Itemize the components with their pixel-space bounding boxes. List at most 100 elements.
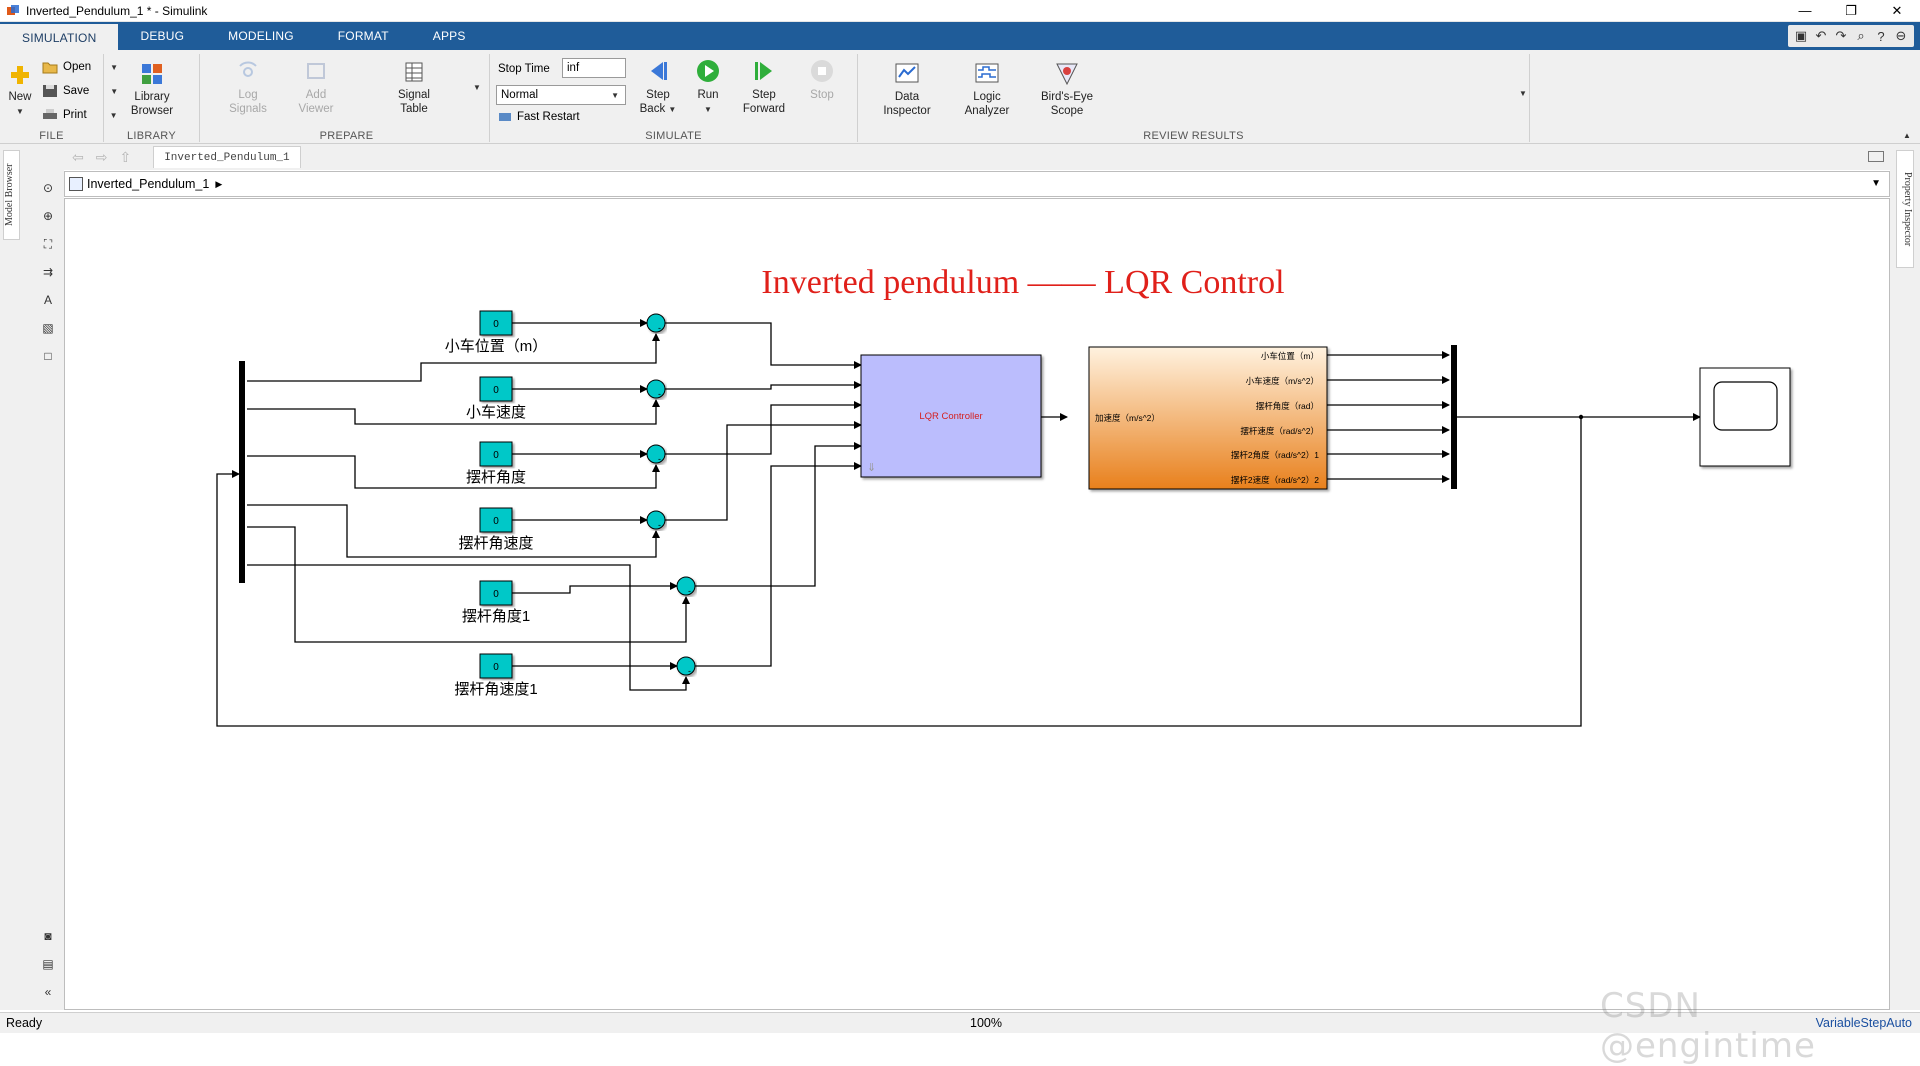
constant-label: 小车位置（m） (445, 338, 548, 355)
model-browser-tab[interactable]: Model Browser (3, 150, 20, 240)
logic-analyzer-button[interactable]: Logic Analyzer (958, 62, 1016, 118)
signal-label-2: Table (400, 103, 428, 115)
collapse-ribbon-icon[interactable]: ▲ (1903, 131, 1911, 140)
scope-block[interactable] (1699, 367, 1791, 467)
demux-block[interactable] (239, 361, 245, 583)
back-arrow-icon[interactable]: ⇦ (72, 148, 84, 165)
minimize-button[interactable]: — (1798, 3, 1812, 18)
stop-time-input[interactable]: inf (562, 58, 626, 78)
lqr-controller-block[interactable]: LQR Controller ⇓ (860, 354, 1042, 478)
breadcrumb-model[interactable]: Inverted_Pendulum_1 (87, 177, 210, 191)
library-group-label: LIBRARY (127, 130, 176, 142)
birds-eye-scope-icon (1056, 63, 1078, 86)
tab-apps[interactable]: APPS (432, 29, 466, 43)
property-icon[interactable]: ▤ (42, 957, 54, 971)
forward-arrow-icon[interactable]: ⇨ (95, 148, 108, 165)
plant-subsystem-block[interactable]: 加速度（m/s^2） 小车位置（m） 小车速度（m/s^2） 摆杆角度（rad）… (1088, 346, 1328, 490)
run-button[interactable]: Run ▼ (688, 58, 728, 117)
help-icon[interactable]: ? (1877, 28, 1885, 44)
signal-table-button[interactable]: Signal Table (384, 60, 444, 116)
step-forward-button[interactable]: Step Forward (736, 58, 792, 116)
layout-grid-icon[interactable] (1868, 151, 1884, 162)
fast-restart-label: Fast Restart (517, 111, 580, 123)
property-inspector-tab[interactable]: Property Inspector (1896, 150, 1914, 268)
constant-block[interactable]: 0 摆杆角度 (466, 441, 526, 486)
constant-value: 0 (493, 319, 499, 330)
library-label-2: Browser (130, 105, 174, 117)
sum-block[interactable]: - (676, 656, 696, 676)
constant-block[interactable]: 0 小车速度 (466, 376, 526, 421)
sum-block[interactable]: - (646, 510, 666, 530)
model-canvas[interactable]: Inverted pendulum —— LQR Control (64, 198, 1890, 1010)
close-button[interactable]: ✕ (1891, 3, 1903, 18)
plant-output-label: 摆杆速度（rad/s^2） (1240, 426, 1319, 436)
tab-debug[interactable]: DEBUG (140, 29, 185, 43)
redo-icon[interactable]: ↷ (1835, 28, 1847, 43)
sum-block[interactable]: - (646, 379, 666, 399)
watermark: CSDN @engintime (1600, 986, 1816, 1066)
minimize-ribbon-icon[interactable]: ⊖ (1895, 28, 1907, 43)
plant-output-label: 小车速度（m/s^2） (1246, 376, 1319, 386)
simulation-mode-select[interactable]: Normal ▼ (496, 85, 626, 105)
hide-browser-icon[interactable]: ⊙ (42, 181, 54, 195)
zoom-level: 100% (970, 1016, 1002, 1030)
model-document-tab[interactable]: Inverted_Pendulum_1 (153, 146, 301, 168)
sum-block[interactable]: - (646, 444, 666, 464)
fast-restart-toggle[interactable]: Fast Restart (498, 111, 580, 123)
library-browser-button[interactable]: Library Browser (118, 62, 186, 118)
breadcrumb-dropdown-icon[interactable]: ▼ (1871, 178, 1881, 189)
tab-format[interactable]: FORMAT (337, 29, 389, 43)
title-bar: Inverted_Pendulum_1 * - Simulink — ❐ ✕ (0, 0, 1920, 22)
mux-block[interactable] (1451, 345, 1457, 489)
solver-link[interactable]: VariableStepAuto (1815, 1016, 1912, 1030)
constant-block[interactable]: 0 摆杆角速度 (458, 507, 534, 552)
sum-block[interactable]: - (646, 313, 666, 333)
library-group: Library Browser LIBRARY (104, 54, 200, 142)
undo-icon[interactable]: ↶ (1815, 28, 1827, 43)
search-quick-icon[interactable]: ⌕ (1857, 28, 1865, 43)
left-palette: Model Browser ⊙ ⊕ ⛶ ⇉ A ▧ □ ◙ ▤ « (0, 144, 64, 1010)
save-button[interactable]: Save ▼ (42, 84, 118, 98)
sum-block[interactable]: - (676, 576, 696, 596)
prepare-gallery-expand[interactable]: ▼ (473, 83, 481, 92)
tab-modeling[interactable]: MODELING (228, 29, 294, 43)
breadcrumb-caret-icon[interactable]: ▶ (215, 178, 223, 189)
constant-block[interactable]: 0 摆杆角速度1 (454, 653, 538, 698)
zoom-icon[interactable]: ⊕ (42, 209, 54, 223)
fit-view-icon[interactable]: ⛶ (43, 236, 53, 251)
plant-input-label: 加速度（m/s^2） (1095, 413, 1160, 423)
stop-label: Stop (810, 89, 834, 101)
step-back-button[interactable]: Step Back ▼ (636, 58, 680, 117)
open-button[interactable]: Open ▼ (42, 60, 118, 74)
plant-output-label: 摆杆角度（rad） (1256, 401, 1319, 411)
restore-button[interactable]: ❐ (1845, 3, 1857, 18)
up-arrow-icon[interactable]: ⇧ (119, 148, 132, 165)
ribbon: New▼ Open ▼ Save ▼ Print ▼ FILE Library … (0, 50, 1920, 144)
add-viewer-button[interactable]: Add Viewer (288, 60, 344, 116)
constant-block[interactable]: 0 小车位置（m） (445, 310, 548, 355)
data-inspector-button[interactable]: Data Inspector (878, 62, 936, 118)
screenshot-icon[interactable]: ◙ (44, 929, 52, 943)
review-gallery-expand[interactable]: ▼ (1519, 89, 1527, 98)
diagram-title: Inverted pendulum —— LQR Control (761, 264, 1284, 301)
image-icon[interactable]: ▧ (42, 321, 54, 335)
signal-arrow-icon[interactable]: ⇉ (42, 265, 54, 279)
print-button[interactable]: Print ▼ (42, 108, 118, 122)
stop-button[interactable]: Stop (802, 58, 842, 102)
log-signals-button[interactable]: Log Signals (220, 60, 276, 116)
add-label-1: Add (305, 89, 327, 101)
collapse-palette-icon[interactable]: « (44, 985, 52, 999)
printer-icon (43, 109, 57, 119)
logic-analyzer-label-2: Analyzer (964, 105, 1010, 117)
tab-simulation[interactable]: SIMULATION (0, 22, 119, 50)
step-forward-icon (755, 62, 772, 80)
file-group-label: FILE (39, 130, 64, 142)
data-inspector-label-1: Data (894, 91, 920, 103)
area-icon[interactable]: □ (44, 349, 52, 363)
annotation-icon[interactable]: A (43, 293, 52, 307)
run-label: Run (697, 89, 719, 101)
birds-eye-scope-button[interactable]: Bird's-Eye Scope (1034, 62, 1100, 118)
new-button[interactable]: New▼ (4, 64, 36, 119)
save-quick-icon[interactable]: ▣ (1794, 28, 1808, 43)
constant-block[interactable]: 0 摆杆角度1 (462, 580, 530, 625)
